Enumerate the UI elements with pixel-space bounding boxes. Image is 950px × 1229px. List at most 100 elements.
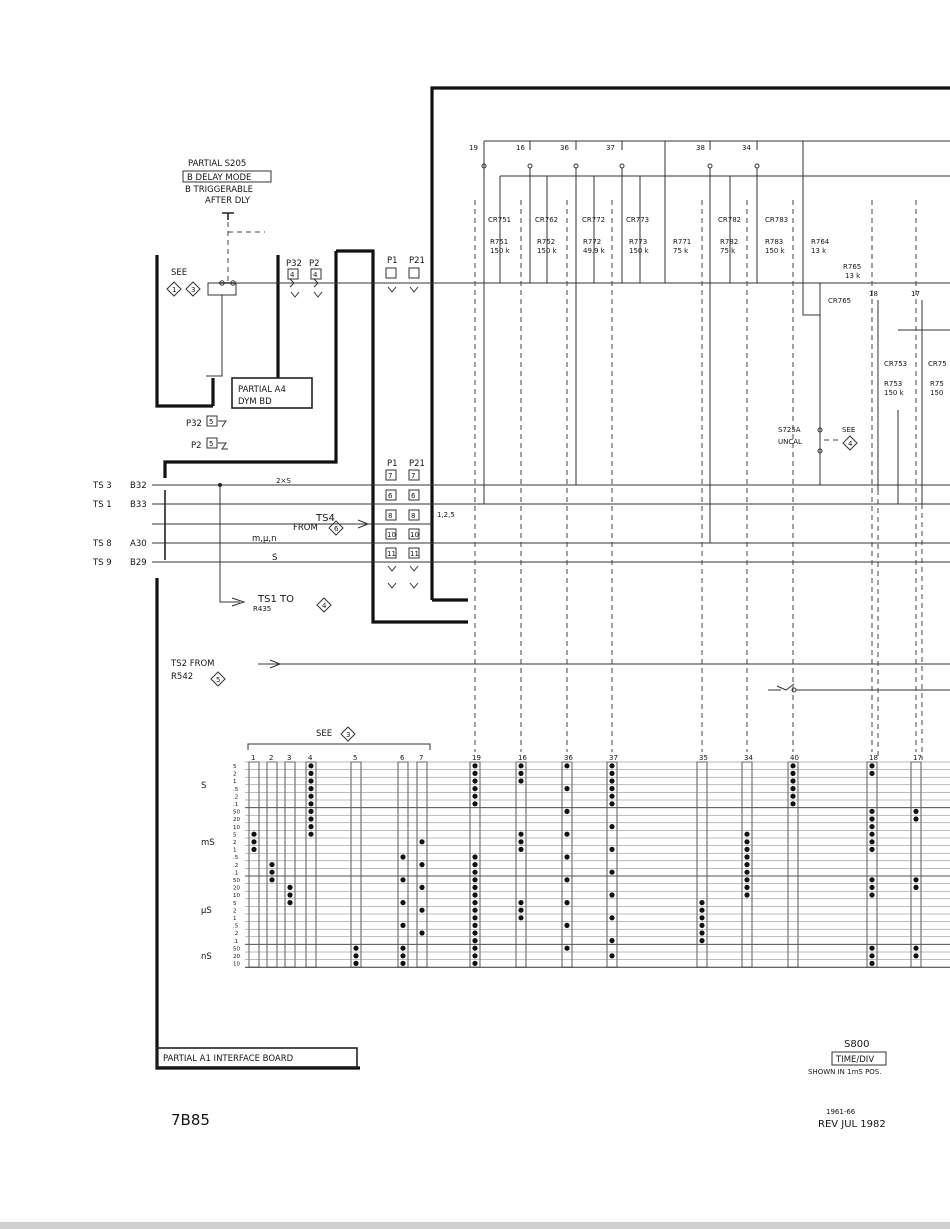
chart-row-label: 20: [233, 954, 240, 960]
contact-closed-dot: [400, 900, 406, 906]
contact-closed-dot: [419, 862, 425, 868]
chart-unit-label: S: [201, 781, 206, 791]
contact-closed-dot: [472, 854, 478, 860]
svg-text:TS4: TS4: [315, 513, 335, 524]
contact-closed-dot: [869, 960, 875, 967]
chart-column-header: 7: [419, 754, 423, 762]
chart-row-label: 5: [233, 832, 237, 838]
contact-closed-dot: [744, 846, 750, 853]
contact-closed-dot: [400, 854, 406, 860]
contact-closed-dot: [518, 900, 524, 906]
chart-row-label: 50: [233, 946, 240, 952]
contact-closed-dot: [869, 846, 875, 853]
svg-text:2×S: 2×S: [276, 477, 291, 485]
svg-text:R764: R764: [811, 238, 830, 246]
svg-text:150 k: 150 k: [629, 247, 650, 255]
chart-row-label: 1: [233, 779, 237, 785]
revision-date: REV JUL 1982: [818, 1119, 886, 1130]
svg-text:R771: R771: [673, 238, 691, 246]
chart-row-label: .5: [233, 787, 239, 793]
svg-text:5: 5: [209, 418, 213, 426]
contact-closed-dot: [790, 793, 796, 799]
svg-text:P1: P1: [387, 256, 398, 266]
contact-closed-dot: [869, 816, 875, 822]
svg-text:P21: P21: [409, 459, 425, 469]
contact-closed-dot: [790, 786, 796, 792]
svg-text:3: 3: [191, 286, 195, 294]
svg-text:TS 1: TS 1: [92, 500, 112, 510]
svg-text:TS2 FROM: TS2 FROM: [170, 659, 215, 669]
chart-column-header: 17: [913, 754, 922, 762]
svg-text:49.9 k: 49.9 k: [583, 247, 606, 255]
svg-text:R542: R542: [171, 672, 193, 682]
svg-text:CR783: CR783: [765, 216, 788, 224]
svg-text:150 k: 150 k: [537, 247, 558, 255]
chart-column: [248, 761, 260, 968]
chart-row-label: 10: [233, 825, 240, 831]
svg-text:5: 5: [216, 676, 220, 684]
contact-closed-dot: [472, 793, 478, 799]
contact-closed-dot: [308, 770, 314, 777]
contact-closed-dot: [472, 877, 478, 883]
contact-closed-dot: [564, 786, 570, 792]
contact-closed-dot: [699, 938, 705, 944]
svg-text:FROM: FROM: [293, 523, 318, 533]
component-labels-top: CR751 CR762 CR772 CR773 CR782 CR783 R751…: [488, 216, 947, 397]
svg-text:R772: R772: [583, 238, 601, 246]
contact-closed-dot: [609, 953, 615, 959]
contact-closed-dot: [913, 877, 919, 883]
svg-text:6: 6: [388, 492, 393, 500]
contact-closed-dot: [353, 953, 359, 959]
contact-closed-dot: [518, 907, 524, 913]
contact-closed-dot: [913, 884, 919, 891]
svg-text:CR75: CR75: [928, 360, 947, 368]
contact-closed-dot: [609, 786, 615, 792]
svg-text:34: 34: [742, 144, 751, 152]
contact-closed-dot: [744, 839, 750, 845]
contact-closed-dot: [699, 900, 705, 906]
contact-closed-dot: [472, 907, 478, 913]
contact-closed-dot: [609, 824, 615, 830]
contact-closed-dot: [518, 778, 524, 784]
svg-text:6: 6: [334, 525, 339, 533]
svg-text:17: 17: [911, 290, 920, 298]
contact-closed-dot: [518, 839, 524, 845]
chart-column: [515, 761, 527, 968]
svg-text:7: 7: [388, 472, 392, 480]
chart-column-header: 18: [869, 754, 878, 762]
chart-column: [606, 761, 618, 968]
contact-closed-dot: [564, 854, 570, 860]
contact-closed-dot: [869, 770, 875, 777]
chart-column-header: 34: [744, 754, 753, 762]
contact-closed-dot: [308, 786, 314, 792]
switch-ref: S800: [844, 1039, 869, 1050]
contact-closed-dot: [472, 938, 478, 944]
chart-column-header: 37: [609, 754, 618, 762]
contact-closed-dot: [744, 892, 750, 898]
chart-row-label: .1: [233, 870, 238, 876]
testpoint-list: TS 3 B32 TS 1 B33 TS 8 A30 TS 9 B29: [92, 481, 147, 568]
switch-shown: SHOWN IN 1mS POS.: [808, 1068, 881, 1076]
contact-closed-dot: [869, 763, 875, 769]
svg-text:R782: R782: [720, 238, 738, 246]
svg-text:B33: B33: [130, 500, 147, 510]
contact-closed-dot: [790, 778, 796, 784]
contact-closed-dot: [913, 945, 919, 951]
svg-text:R435: R435: [253, 605, 271, 613]
svg-text:8: 8: [388, 512, 392, 520]
chart-row-label: 20: [233, 817, 240, 823]
s205-title: PARTIAL S205: [188, 159, 246, 169]
contact-closed-dot: [472, 892, 478, 898]
svg-text:10: 10: [410, 531, 419, 539]
chart-column-header: 35: [699, 754, 708, 762]
svg-text:13 k: 13 k: [845, 272, 861, 280]
svg-text:B29: B29: [130, 558, 147, 568]
chart-column-header: 16: [518, 754, 527, 762]
contact-closed-dot: [564, 900, 570, 906]
chart-row-label: 2: [233, 772, 237, 778]
svg-text:S725A: S725A: [778, 426, 801, 434]
svg-text:150 k: 150 k: [490, 247, 511, 255]
contact-closed-dot: [472, 801, 478, 807]
svg-text:CR753: CR753: [884, 360, 907, 368]
svg-text:P32: P32: [186, 419, 202, 429]
